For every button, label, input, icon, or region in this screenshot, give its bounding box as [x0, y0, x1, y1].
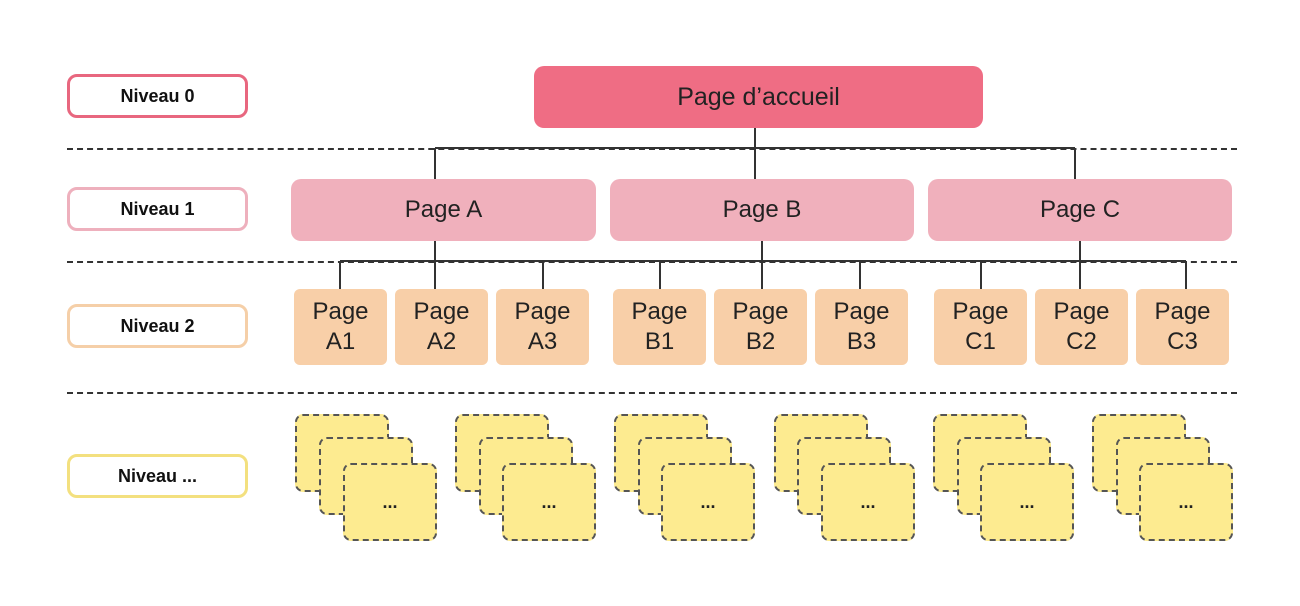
node-homepage: Page d’accueil	[534, 66, 983, 128]
node-line1: Page	[413, 298, 470, 325]
node-page-c: Page C	[928, 179, 1232, 241]
level-separator	[67, 392, 1237, 394]
node-line1: Page	[631, 298, 688, 325]
node-line1: Page	[732, 298, 789, 325]
stack-card-front: ...	[502, 463, 596, 541]
node-line1: Page	[1053, 298, 1110, 325]
node-line2: A2	[426, 328, 457, 355]
node-line1: Page	[833, 298, 890, 325]
node-line2: B1	[644, 328, 675, 355]
level-label-0: Niveau 0	[67, 74, 248, 118]
node-line1: Page	[514, 298, 571, 325]
node-page-a: Page A	[291, 179, 596, 241]
stack-card-front: ...	[661, 463, 755, 541]
node-page-b1: Page B1	[613, 289, 706, 365]
level-label-1: Niveau 1	[67, 187, 248, 231]
node-page-b2: Page B2	[714, 289, 807, 365]
node-page-a3: Page A3	[496, 289, 589, 365]
node-page-c3: Page C3	[1136, 289, 1229, 365]
level-label-more: Niveau ...	[67, 454, 248, 498]
node-line2: C2	[1066, 328, 1097, 355]
node-line2: A1	[325, 328, 356, 355]
node-line1: Page	[1154, 298, 1211, 325]
level-separator	[67, 261, 1237, 263]
level-label-2: Niveau 2	[67, 304, 248, 348]
level-separator	[67, 148, 1237, 150]
node-page-b: Page B	[610, 179, 914, 241]
node-page-c1: Page C1	[934, 289, 1027, 365]
node-line1: Page	[952, 298, 1009, 325]
stack-card-front: ...	[821, 463, 915, 541]
stack-card-front: ...	[1139, 463, 1233, 541]
node-page-a1: Page A1	[294, 289, 387, 365]
node-line2: B3	[846, 328, 877, 355]
node-page-a2: Page A2	[395, 289, 488, 365]
stack-card-front: ...	[343, 463, 437, 541]
node-page-b3: Page B3	[815, 289, 908, 365]
node-page-c2: Page C2	[1035, 289, 1128, 365]
node-line2: C1	[965, 328, 996, 355]
node-line2: B2	[745, 328, 776, 355]
node-line2: A3	[527, 328, 558, 355]
stack-card-front: ...	[980, 463, 1074, 541]
node-line1: Page	[312, 298, 369, 325]
node-line2: C3	[1167, 328, 1198, 355]
